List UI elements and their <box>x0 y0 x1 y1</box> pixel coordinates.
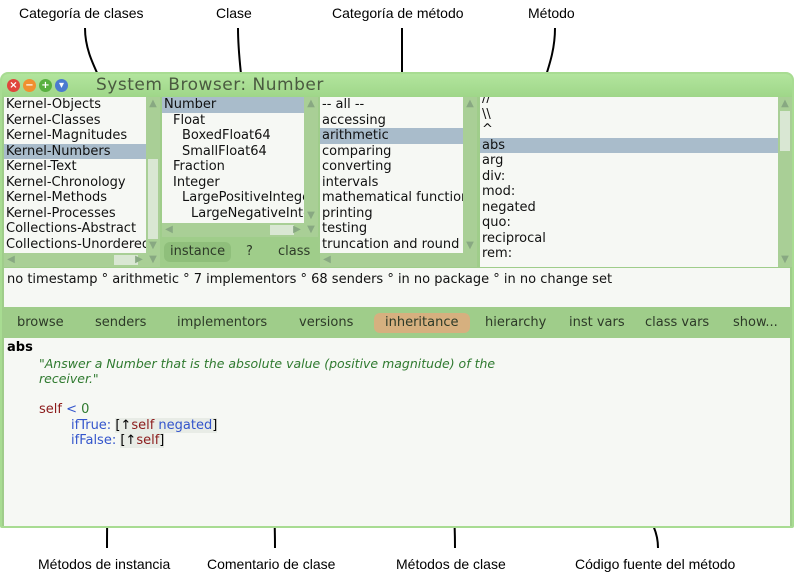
method-comment: "Answer a Number that is the absolute va… <box>39 356 496 386</box>
method-category-hscrollbar[interactable]: ◀ <box>320 253 477 267</box>
class-item[interactable]: Number <box>162 97 304 113</box>
annotation-method-category: Categoría de método <box>332 5 464 21</box>
toolbar: browse senders implementors versions inherit… <box>4 310 790 336</box>
class-category-item[interactable]: Kernel-Methods <box>6 190 108 205</box>
code-keyword-iftrue: ifTrue: <box>71 418 112 433</box>
class-category-item[interactable]: Kernel-Processes <box>6 205 116 221</box>
toolbar-button-hierarchy[interactable]: hierarchy <box>485 315 547 330</box>
method-vscrollbar[interactable]: ▲▼ <box>778 97 792 267</box>
method-category-vscrollbar[interactable]: ▲▼ <box>463 97 477 253</box>
method-category-item[interactable]: comparing <box>322 143 392 159</box>
method-category-item[interactable]: -- all -- <box>322 97 365 112</box>
status-bar: no timestamp ° arithmetic ° 7 implemento… <box>4 268 790 307</box>
method-source-editor[interactable]: abs "Answer a Number that is the absolut… <box>4 338 790 526</box>
method-selector: abs <box>7 340 33 355</box>
annotation-class-methods: Métodos de clase <box>396 556 506 572</box>
window-title: System Browser: Number <box>96 75 324 95</box>
class-item[interactable]: Integer <box>173 174 220 190</box>
code-keyword-iffalse: ifFalse: <box>71 433 117 448</box>
close-icon[interactable]: × <box>7 79 20 92</box>
toolbar-button-senders[interactable]: senders <box>95 315 147 330</box>
annotation-method: Método <box>528 5 575 21</box>
instance-toggle[interactable]: instance <box>164 242 232 262</box>
class-category-item[interactable]: Kernel-Magnitudes <box>6 128 128 143</box>
code-self: self <box>39 402 62 417</box>
method-category-item[interactable]: converting <box>322 159 392 174</box>
code-literal: 0 <box>81 402 90 417</box>
menu-icon[interactable]: ▾ <box>55 79 68 92</box>
method-item[interactable]: reciprocal <box>482 230 546 246</box>
method-item[interactable]: \\ <box>482 106 491 122</box>
class-item[interactable]: LargePositiveInteger <box>182 190 304 205</box>
method-item[interactable]: div: <box>482 168 506 184</box>
method-item[interactable]: mod: <box>482 184 516 199</box>
method-category-item[interactable]: printing <box>322 205 373 221</box>
class-comment-toggle[interactable]: ? <box>246 244 253 259</box>
class-item[interactable]: LargeNegativeInteger <box>191 205 304 221</box>
class-category-item[interactable]: Kernel-Chronology <box>6 174 126 190</box>
method-category-item[interactable]: intervals <box>322 174 379 190</box>
annotation-method-source: Código fuente del método <box>575 556 736 572</box>
expand-icon[interactable]: + <box>39 79 52 92</box>
toolbar-button-inheritance[interactable]: inheritance <box>374 313 470 333</box>
class-hscrollbar[interactable]: ◀▶▼ <box>162 223 318 237</box>
method-item[interactable]: // <box>482 97 491 106</box>
class-category-item[interactable]: Kernel-Classes <box>6 112 101 128</box>
method-category-item[interactable]: accessing <box>322 112 386 128</box>
annotation-class: Clase <box>216 5 252 21</box>
toolbar-button-implementors[interactable]: implementors <box>177 315 268 330</box>
class-category-vscrollbar[interactable]: ▲▼ <box>146 97 160 253</box>
class-item[interactable]: Float <box>173 112 206 128</box>
toolbar-button-browse[interactable]: browse <box>17 315 64 330</box>
class-category-item[interactable]: Collections-Unordered <box>6 236 146 252</box>
class-vscrollbar[interactable]: ▲▼ <box>304 97 318 223</box>
toolbar-button-show[interactable]: show... <box>733 315 778 330</box>
method-item[interactable]: arg <box>482 153 504 168</box>
method-item[interactable]: ^ <box>482 122 493 137</box>
class-category-item[interactable]: Kernel-Text <box>6 159 77 174</box>
method-item[interactable]: rem: <box>482 246 513 261</box>
class-item[interactable]: Fraction <box>173 159 225 174</box>
toolbar-button-class-vars[interactable]: class vars <box>645 315 710 330</box>
class-category-hscrollbar[interactable]: ◀▶▼ <box>4 253 160 267</box>
method-item[interactable]: quo: <box>482 215 511 230</box>
title-bar[interactable]: × − + ▾ System Browser: Number <box>2 74 792 97</box>
class-toggle[interactable]: class <box>278 244 311 259</box>
class-item[interactable]: SmallFloat64 <box>182 143 267 159</box>
class-category-item[interactable]: Kernel-Numbers <box>4 143 146 159</box>
class-category-item[interactable]: Kernel-Objects <box>6 97 102 112</box>
toolbar-button-inst-vars[interactable]: inst vars <box>569 315 625 330</box>
system-browser-window: × − + ▾ System Browser: Number Kernel-Ob… <box>0 72 794 528</box>
code-operator: < <box>66 402 78 417</box>
annotation-class-comment: Comentario de clase <box>207 556 336 572</box>
annotation-class-category: Categoría de clases <box>19 5 144 21</box>
class-item[interactable]: BoxedFloat64 <box>182 128 271 143</box>
method-category-item[interactable]: truncation and round <box>322 236 460 252</box>
annotation-instance-methods: Métodos de instancia <box>38 556 171 572</box>
class-category-item[interactable]: Collections-Abstract <box>6 221 137 236</box>
method-category-item[interactable]: testing <box>322 221 368 236</box>
minimize-icon[interactable]: − <box>23 79 36 92</box>
method-category-item[interactable]: arithmetic <box>320 128 463 144</box>
method-item[interactable]: abs <box>480 137 778 153</box>
method-item[interactable]: negated <box>482 199 536 215</box>
method-category-item[interactable]: mathematical functions <box>322 190 463 205</box>
toolbar-button-versions[interactable]: versions <box>299 315 354 330</box>
